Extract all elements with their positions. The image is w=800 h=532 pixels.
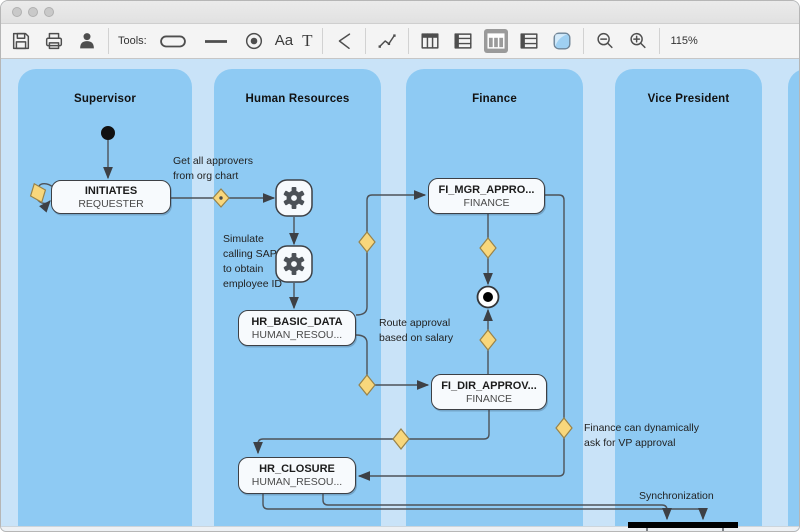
toolbar-separator (364, 28, 366, 54)
node-title: FI_DIR_APPROV... (441, 379, 537, 392)
line-tool-icon[interactable] (199, 29, 233, 53)
zoom-in-icon[interactable] (626, 29, 650, 53)
node-title: HR_BASIC_DATA (251, 315, 343, 328)
tools-label: Tools: (118, 35, 147, 47)
edge-fi-mgr-to-hr-closure[interactable] (357, 194, 565, 481)
node-subtitle: FINANCE (463, 196, 510, 209)
text-aa-tool-icon[interactable]: Aa (274, 32, 294, 49)
gateway-initiates-loop[interactable] (27, 181, 49, 206)
node-subtitle: HUMAN_RESOU... (251, 328, 343, 341)
node-hr-basic-data[interactable]: HR_BASIC_DATA HUMAN_RESOU... (238, 310, 356, 346)
rounded-rectangle-tool-icon[interactable] (156, 29, 190, 53)
lane-label: Supervisor (73, 93, 137, 105)
user-icon[interactable] (75, 29, 99, 53)
node-title: HR_CLOSURE (259, 463, 335, 475)
lane-label: Finance (472, 93, 517, 105)
node-subtitle: REQUESTER (78, 197, 144, 210)
polyline-tool-icon[interactable] (332, 29, 356, 53)
node-fi-mgr-approval[interactable]: FI_MGR_APPRO... FINANCE (428, 178, 545, 214)
service-node-sap-lookup[interactable] (275, 245, 313, 283)
maximize-button[interactable] (44, 7, 54, 17)
toolbar-separator (658, 28, 660, 54)
horizontal-lanes-icon[interactable] (451, 29, 475, 53)
synchronization-bar[interactable] (628, 522, 738, 528)
lane-label: Human Resources (245, 93, 350, 105)
gear-icon (283, 253, 305, 275)
text-t-tool-icon[interactable]: T (302, 31, 313, 50)
gateway-route-up[interactable] (358, 231, 376, 253)
gateway-fi-mgr-done[interactable] (479, 237, 497, 259)
annotation-get-approvers[interactable]: Get all approvers from org chart (173, 155, 253, 182)
zoom-out-icon[interactable] (593, 29, 617, 53)
annotation-synchronization[interactable]: Synchronization (639, 490, 714, 502)
lane-vice-president[interactable]: Vice President (615, 69, 762, 531)
edge-hr-closure-to-sync-1[interactable] (262, 494, 708, 521)
diagram-edges (27, 126, 738, 531)
annotation-vp-approval[interactable]: Finance can dynamically ask for VP appro… (584, 422, 699, 449)
annotation-simulate-sap[interactable]: Simulate calling SAP to obtain employee … (223, 233, 282, 290)
start-node[interactable] (101, 126, 115, 140)
gateway-vp-approval[interactable] (555, 417, 573, 439)
title-bar (1, 1, 799, 24)
node-hr-closure[interactable]: HR_CLOSURE HUMAN_RESOU... (238, 457, 356, 494)
annotation-route-approval[interactable]: Route approval based on salary (379, 317, 454, 344)
gateway-route-down[interactable] (358, 374, 376, 396)
minimize-button[interactable] (28, 7, 38, 17)
edge-hr-closure-to-sync-2[interactable] (322, 494, 672, 521)
toolbar-separator (321, 28, 323, 54)
gear-icon (283, 187, 305, 209)
diagram-canvas[interactable]: Supervisor Human Resources Finance Vice … (1, 59, 799, 531)
vertical-lanes-icon[interactable] (418, 29, 442, 53)
toolbar: Tools: Aa T (1, 24, 799, 59)
vertical-lanes-selected-icon[interactable] (483, 29, 508, 53)
edge-fi-dir-to-hr-closure[interactable] (253, 410, 490, 455)
node-subtitle: FINANCE (465, 392, 513, 405)
end-node[interactable] (476, 285, 500, 309)
node-fi-dir-approval[interactable]: FI_DIR_APPROV... FINANCE (431, 374, 547, 410)
gateway-fi-dir-done[interactable] (479, 329, 497, 351)
save-icon[interactable] (9, 29, 33, 53)
gateway-get-approvers[interactable] (212, 188, 230, 208)
node-initiates[interactable]: INITIATES REQUESTER (51, 180, 171, 214)
connector-zigzag-tool-icon[interactable] (375, 29, 399, 53)
lane-supervisor[interactable]: Supervisor (18, 69, 192, 531)
edge-hr-basic-to-fi-dir[interactable] (355, 334, 430, 390)
close-button[interactable] (12, 7, 22, 17)
radio-state-tool-icon[interactable] (242, 29, 266, 53)
edge-hr-basic-to-fi-mgr[interactable] (355, 190, 427, 316)
node-subtitle: HUMAN_RESOU... (251, 476, 343, 488)
horizontal-lanes-alt-icon[interactable] (517, 29, 541, 53)
node-title: FI_MGR_APPRO... (438, 183, 535, 196)
toolbar-separator (582, 28, 584, 54)
canvas-bottom-edge (1, 526, 799, 531)
rounded-square-tool-icon[interactable] (550, 29, 574, 53)
print-icon[interactable] (42, 29, 66, 53)
lane-label: Vice President (647, 93, 730, 105)
node-title: INITIATES (84, 184, 138, 197)
toolbar-separator (108, 28, 109, 54)
gateway-closure[interactable] (392, 428, 410, 450)
zoom-level-value: 115% (670, 35, 698, 47)
service-node-get-approvers[interactable] (275, 179, 313, 217)
lane-partial[interactable] (788, 69, 799, 531)
toolbar-separator (407, 28, 409, 54)
